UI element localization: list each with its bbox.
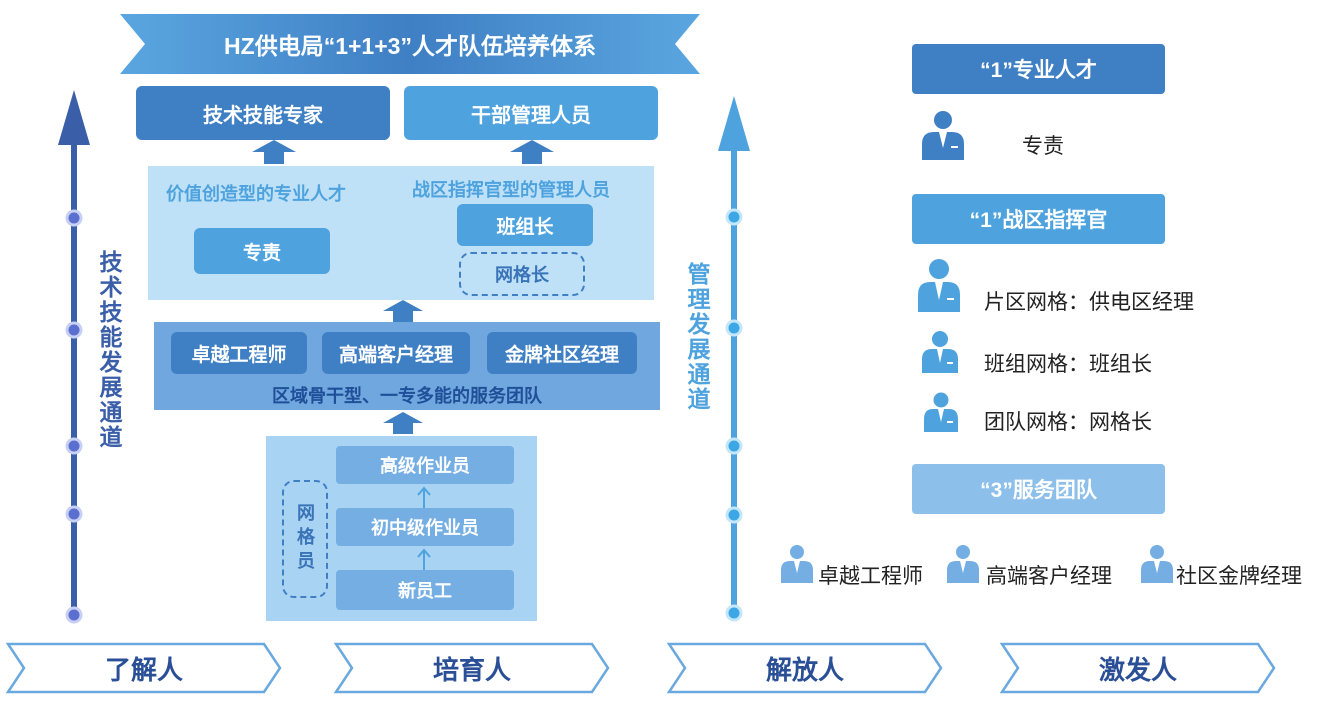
value-creation-title: 价值创造型的专业人才 [166,184,346,204]
person-icon [922,331,958,373]
stage-label-1: 了解人 [104,654,183,685]
person-icon [781,545,813,583]
legend-header-team: “3”服务团队 [912,464,1165,514]
up-arrow-icon [417,548,431,570]
stage-chevron-4 [1000,642,1276,694]
senior-worker-box: 高级作业员 [336,446,514,484]
title-banner [120,14,700,74]
grid-member-box: 网格员 [282,480,328,598]
stage-chevron-1 [6,642,282,694]
up-arrow-icon [510,140,554,164]
stage-label-2: 培育人 [432,654,511,685]
legend-team-item-2: 高端客户经理 [986,565,1112,588]
tech-expert-box: 技术技能专家 [136,86,390,140]
stage-chevron-2 [334,642,610,694]
banner-title: HZ供电局“1+1+3”人才队伍培养体系 [224,33,596,59]
junior-worker-box: 初中级作业员 [336,508,514,546]
person-icon [1141,545,1173,583]
middle-item-3: 金牌社区经理 [487,332,637,374]
legend-grid-item-1: 片区网格：供电区经理 [984,291,1194,314]
left-axis-label: 技术技能发展通道 [96,250,122,450]
right-axis [718,96,750,622]
up-arrow-icon [252,140,296,164]
new-employee-box: 新员工 [336,570,514,610]
person-icon [922,111,964,160]
up-arrow-icon [383,300,423,322]
stage-chevron-3 [667,642,943,694]
middle-item-1: 卓越工程师 [171,332,307,374]
up-arrow-icon [383,412,423,434]
legend-header-professional: “1”专业人才 [912,44,1165,94]
up-arrow-icon [417,486,431,508]
right-axis-label: 管理发展通道 [684,262,710,412]
legend-grid-item-2: 班组网格：班组长 [984,353,1152,376]
stage-label-4: 激发人 [1098,654,1177,685]
middle-caption: 区域骨干型、一专多能的服务团队 [272,386,542,406]
legend-team-item-1: 卓越工程师 [818,565,923,588]
stage-label-3: 解放人 [765,654,844,685]
person-icon [918,259,960,312]
commander-title: 战区指挥官型的管理人员 [412,180,610,200]
person-icon [947,545,979,583]
legend-team-item-3: 社区金牌经理 [1176,565,1302,588]
middle-item-2: 高端客户经理 [322,332,470,374]
left-axis [58,90,90,624]
legend-grid-item-3: 团队网格：网格长 [984,411,1152,434]
wanggezhang-box: 网格长 [459,252,585,296]
legend-item-zhuanze: 专责 [1022,135,1064,158]
zhuanze-box: 专责 [194,228,330,274]
person-icon [924,392,958,432]
banzuzhang-box: 班组长 [457,204,593,246]
legend-header-commander: “1”战区指挥官 [912,194,1165,244]
cadre-manager-box: 干部管理人员 [404,86,658,140]
